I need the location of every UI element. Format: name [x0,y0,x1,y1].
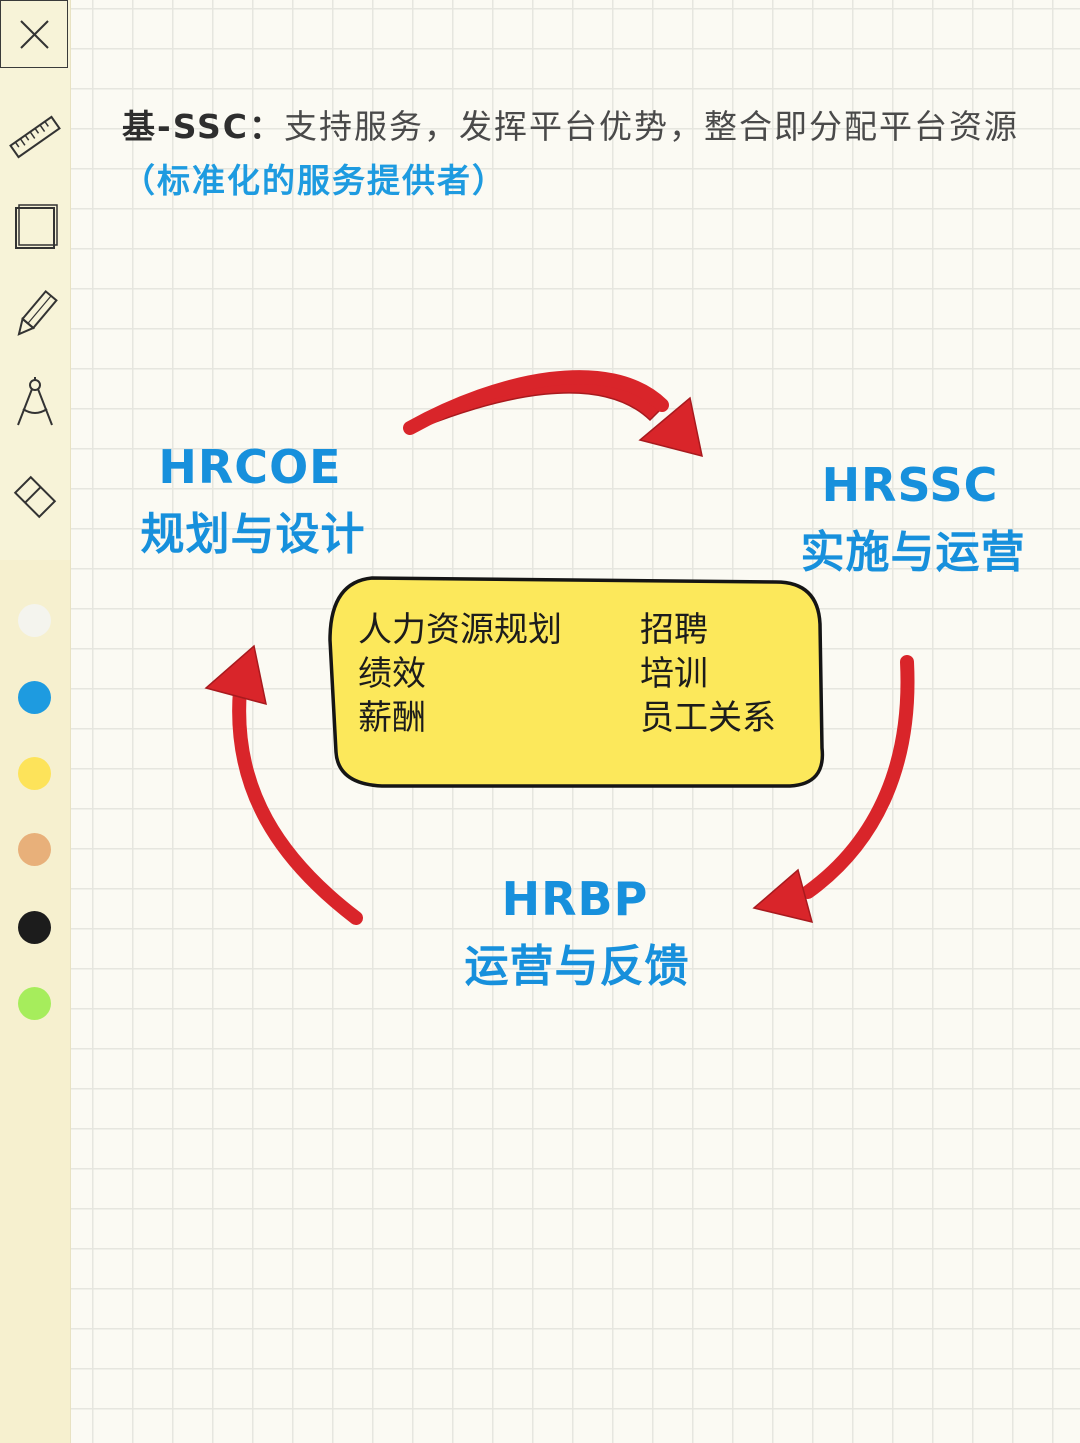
eraser-tool[interactable] [8,470,62,524]
color-swatch-yellow[interactable] [18,757,51,790]
ruler-icon [9,115,61,159]
color-swatch-blue[interactable] [18,681,51,714]
center-item: 员工关系 [640,698,776,738]
header-accent: （标准化的服务提供者） [122,161,507,200]
node-coe-subtitle: 规划与设计 [118,498,388,562]
color-swatch-orange[interactable] [18,833,51,866]
node-coe-title: HRCOE [158,440,342,494]
color-swatch-white[interactable] [18,604,51,637]
node-ssc-subtitle: 实施与运营 [778,516,1048,580]
square-icon [15,204,58,249]
toolbar [0,0,71,1443]
header-text: 基-SSC：支持服务，发挥平台优势，整合即分配平台资源 （标准化的服务提供者） [122,100,1042,208]
close-button[interactable] [0,0,68,68]
compass-icon [17,377,53,426]
arrow-bp-to-coe-head [204,644,267,706]
center-left-list: 人力资源规划 绩效 薪酬 [358,608,562,740]
center-right-list: 招聘 培训 员工关系 [640,608,776,740]
pencil-icon [17,289,58,336]
center-item: 绩效 [358,654,426,694]
arrow-coe-to-ssc-shaft [403,370,669,435]
arrow-bp-to-coe-shaft [232,683,363,925]
header-body: 支持服务，发挥平台优势，整合即分配平台资源 [283,107,1019,146]
center-item: 招聘 [640,610,708,650]
compass-tool[interactable] [8,375,62,429]
header-prefix: 基-SSC： [122,107,284,146]
eraser-icon [13,475,57,519]
center-box-shape [328,576,825,788]
node-bp-title: HRBP [501,872,649,926]
arrow-ssc-to-bp-head [752,868,814,924]
node-ssc-title: HRSSC [821,458,999,512]
center-item: 培训 [640,654,708,694]
arrow-coe-to-ssc-head [638,396,703,458]
arrow-ssc-to-bp-shaft [801,655,915,899]
center-item: 薪酬 [358,698,426,738]
color-swatch-black[interactable] [18,911,51,944]
close-icon [20,20,49,49]
color-swatch-green[interactable] [18,987,51,1020]
node-bp-subtitle: 运营与反馈 [442,930,712,994]
center-item: 人力资源规划 [358,610,562,650]
pencil-tool[interactable] [8,288,62,342]
ruler-tool[interactable] [8,110,62,164]
square-tool[interactable] [8,200,62,254]
